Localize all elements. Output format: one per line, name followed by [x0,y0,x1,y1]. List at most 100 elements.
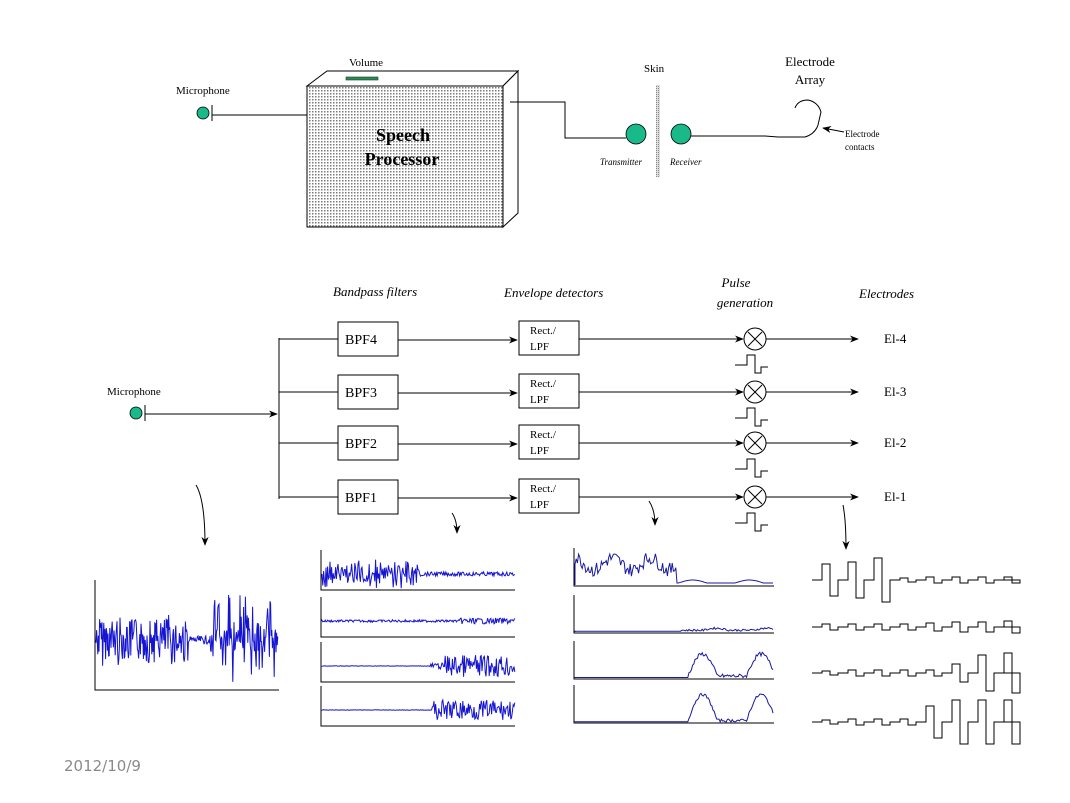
arrow-to-filtered-waveforms [451,512,461,534]
bandpass-filter-label: BPF3 [345,386,377,401]
envelope-plot-2 [573,641,774,680]
envelope-trace [574,552,773,585]
electrode-label: El-3 [884,384,906,399]
filtered-waveform-plot-2 [320,642,516,683]
electrode-label: El-1 [884,489,906,504]
processor-label-line2: Processor [365,149,440,169]
envelope-detector-label-line2: LPF [530,394,549,406]
envelope-detector-box [518,478,580,514]
stage-label-electrodes: Electrodes [858,286,914,301]
channel-row-3: BPF3 Rect./ LPF El-3 [279,373,906,427]
pulse-train-trace [812,699,1021,745]
multiplier-cross [747,331,763,347]
multiplier-cross [747,435,763,451]
pulse-train-plot-4 [812,557,1021,603]
skin-label: Skin [644,63,665,75]
filtered-waveform-plot-1 [320,686,516,727]
plot-axes [573,548,774,587]
top-hardware-diagram: Microphone Volume Speech Processor Trans… [176,54,879,229]
filtered-waveform-trace [321,698,516,721]
pulse-train-plot-1 [812,699,1021,745]
plot-axes [320,597,515,638]
stage-label-bandpass: Bandpass filters [333,284,417,299]
arrow-to-input-waveform [195,484,209,546]
envelope-trace [574,692,774,724]
plot-axes [320,642,515,683]
envelope-detector-label-line1: Rect./ [530,429,557,441]
envelope-trace [574,626,774,632]
filtered-waveform-trace [321,654,516,678]
filtered-waveform-plot-3 [320,597,516,638]
volume-slider [345,76,379,81]
receiver-label: Receiver [669,157,702,167]
envelope-detector-box [518,373,580,409]
biphasic-pulse-icon [735,512,768,532]
block-microphone-label: Microphone [107,386,161,398]
envelope-detector-box [518,320,580,356]
skin-barrier [656,85,660,177]
pulse-train-plot-2 [812,652,1021,694]
envelope-plot-4 [573,548,774,587]
stage-label-pulse-line1: Pulse [721,275,751,290]
envelope-detector-label-line1: Rect./ [530,483,557,495]
volume-label: Volume [349,57,383,69]
biphasic-pulse-icon [735,458,768,478]
bandpass-filter-box [337,374,399,410]
pulse-train-plot-3 [812,620,1021,634]
multiplier-cross [747,489,763,505]
channel-row-4: BPF4 Rect./ LPF El-4 [279,320,907,374]
envelope-detector-label-line1: Rect./ [530,378,557,390]
pulse-train-trace [812,652,1021,694]
biphasic-pulse-icon [735,407,768,427]
processor-to-transmitter-wire [510,101,626,139]
electrode-contacts-label-line2: contacts [845,142,875,152]
plot-axes [573,641,774,680]
input-speech-waveform-plot [94,580,279,691]
receiver-icon [670,123,692,145]
bandpass-filter-box [337,425,399,461]
signal-processing-block-diagram: Bandpass filters Envelope detectors Puls… [107,275,914,532]
electrode-array-label-line1: Electrode [785,54,835,69]
electrode-contacts-label-line1: Electrode [845,129,879,139]
bandpass-filter-box [337,479,399,515]
filtered-waveform-trace [321,559,516,589]
envelope-detector-box [518,424,580,460]
envelope-detector-label-line1: Rect./ [530,325,557,337]
bandpass-filter-box [337,321,399,357]
electrode-array-label-line2: Array [795,72,826,87]
envelope-trace [574,651,774,679]
electrode-label: El-2 [884,435,906,450]
block-microphone-icon [129,406,143,420]
transmitter-label: Transmitter [600,157,643,167]
envelope-detector-label-line2: LPF [530,499,549,511]
processor-label-line1: Speech [376,125,430,145]
envelope-detector-label-line2: LPF [530,341,549,353]
biphasic-pulse-icon [735,354,768,374]
filtered-waveform-trace [321,617,516,626]
pointer-arrows [195,484,850,550]
plot-axes [320,686,515,727]
stage-label-envelope: Envelope detectors [503,285,603,300]
slide-date: 2012/10/9 [64,757,141,775]
input-waveform-trace [95,594,279,682]
transmitter-icon [625,123,647,145]
envelope-plot-1 [573,685,774,724]
plot-axes [320,550,515,591]
bandpass-filter-label: BPF4 [345,333,377,348]
plot-axes [94,580,279,691]
electrode-array-lead [691,99,822,138]
pulse-train-trace [812,620,1021,634]
electrode-contacts-arrow [822,125,845,134]
plot-axes [573,595,774,634]
electrode-label: El-4 [884,331,907,346]
arrow-to-envelopes [648,500,659,526]
envelope-detector-label-line2: LPF [530,445,549,457]
waveform-plots [94,548,1021,745]
microphone-label: Microphone [176,85,230,97]
plot-axes [573,685,774,724]
stage-label-pulse-line2: generation [717,295,773,310]
filtered-waveform-plot-4 [320,550,516,591]
